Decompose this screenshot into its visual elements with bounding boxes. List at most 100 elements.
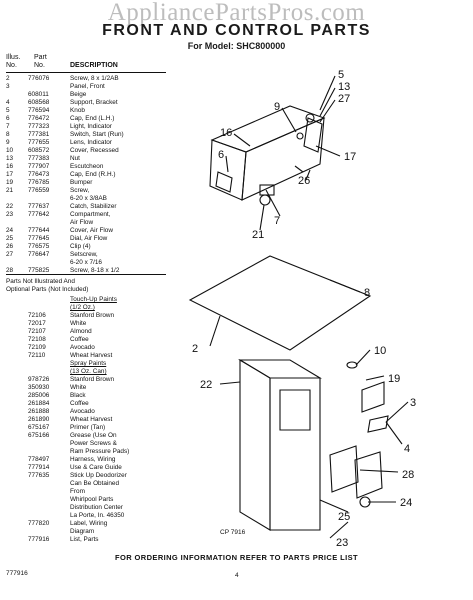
- parts-row: 2 776076 Screw, 8 x 1/2AB: [6, 75, 171, 83]
- part-description: Coffee: [70, 400, 89, 407]
- air-flow-compartment: [329, 445, 359, 493]
- parts-row: 6-20 x 3/8AB: [6, 195, 171, 203]
- illus-number: 19: [6, 179, 14, 186]
- part-description: Stanford Brown: [70, 312, 115, 319]
- illus-number: 23: [6, 211, 14, 218]
- part-description: Avocado: [70, 344, 95, 351]
- parts-row: 6-20 x 7/16: [6, 259, 171, 267]
- part-description: Wheat Harvest: [70, 416, 113, 423]
- part-number: 72109: [28, 344, 46, 351]
- callout-number: 28: [402, 469, 414, 481]
- stabilizer-catch: [361, 381, 385, 413]
- optional-parts-row: From: [6, 488, 171, 496]
- illus-number: 10: [6, 147, 14, 154]
- front-panel-top: [238, 359, 322, 379]
- part-description: Catch, Stabilizer: [70, 203, 117, 210]
- illus-number: 25: [6, 235, 14, 242]
- part-number: 777645: [28, 235, 50, 242]
- indicator-light: [259, 184, 275, 196]
- part-number: 776076: [28, 75, 50, 82]
- part-description: White: [70, 320, 87, 327]
- illus-number: 6: [6, 115, 10, 122]
- part-description: Nut: [70, 155, 80, 162]
- callout-number: 27: [338, 93, 350, 105]
- part-description: Lens, Indicator: [70, 139, 112, 146]
- part-description: Panel, Front: [70, 83, 105, 90]
- recessed-cover: [188, 255, 372, 351]
- part-number: 350930: [28, 384, 50, 391]
- front-panel-left: [239, 359, 271, 531]
- illus-number: 17: [6, 171, 14, 178]
- part-number: 72107: [28, 328, 46, 335]
- optional-parts-row: 72106 Stanford Brown: [6, 312, 171, 320]
- callout-number: 16: [220, 127, 232, 139]
- part-number: 675166: [28, 432, 50, 439]
- callout-number: 26: [298, 175, 310, 187]
- part-number: 776575: [28, 243, 50, 250]
- callout-number: 10: [374, 345, 386, 357]
- part-description: Beige: [70, 91, 87, 98]
- optional-subheading: (13 Oz. Can): [70, 368, 107, 375]
- part-description: Clip (4): [70, 243, 91, 250]
- part-number: 777655: [28, 139, 50, 146]
- illus-number: 2: [6, 75, 10, 82]
- optional-subheading: (1/2 Oz.): [70, 304, 95, 311]
- part-number: 72106: [28, 312, 46, 319]
- part-description: Can Be Obtained: [70, 480, 120, 487]
- part-description: Cover, Recessed: [70, 147, 119, 154]
- callout-number: 13: [338, 81, 350, 93]
- part-number: 777323: [28, 123, 50, 130]
- part-description: Stanford Brown: [70, 376, 115, 383]
- optional-parts-row: Power Screws &: [6, 440, 171, 448]
- part-description: Screw, 8 x 1/2AB: [70, 75, 119, 82]
- illus-number: 9: [6, 139, 10, 146]
- part-description: List, Parts: [70, 536, 99, 543]
- callout-number: 25: [338, 511, 350, 523]
- illus-number: 16: [6, 163, 14, 170]
- illus-number: 3: [6, 83, 10, 90]
- part-number: 778497: [28, 456, 50, 463]
- part-description: Setscrew,: [70, 251, 98, 258]
- control-panel: [241, 117, 325, 201]
- part-number: 608568: [28, 99, 50, 106]
- part-number: 777381: [28, 131, 50, 138]
- illus-no-header: Illus. No.: [6, 54, 21, 69]
- part-number: 608011: [28, 91, 49, 98]
- end-cap-left: [215, 171, 233, 193]
- part-description: Air Flow: [70, 219, 94, 226]
- illus-number: 28: [6, 267, 14, 274]
- part-number: 776594: [28, 107, 50, 114]
- illus-number: 24: [6, 227, 14, 234]
- not-illustrated-heading: Parts Not Illustrated And Optional Parts…: [6, 274, 166, 294]
- page-title: FRONT AND CONTROL PARTS: [102, 22, 371, 39]
- part-description: Wheat Harvest: [70, 352, 113, 359]
- part-description: Power Screws &: [70, 440, 117, 447]
- ordering-info-footer: FOR ORDERING INFORMATION REFER TO PARTS …: [115, 553, 358, 562]
- diagram-code: CP 7916: [220, 529, 246, 536]
- part-number: 777642: [28, 211, 50, 218]
- callout-number: 21: [252, 229, 264, 241]
- part-description: Primer (Tan): [70, 424, 106, 431]
- callout-number: 17: [344, 151, 356, 163]
- optional-parts-row: Ram Pressure Pads): [6, 448, 171, 456]
